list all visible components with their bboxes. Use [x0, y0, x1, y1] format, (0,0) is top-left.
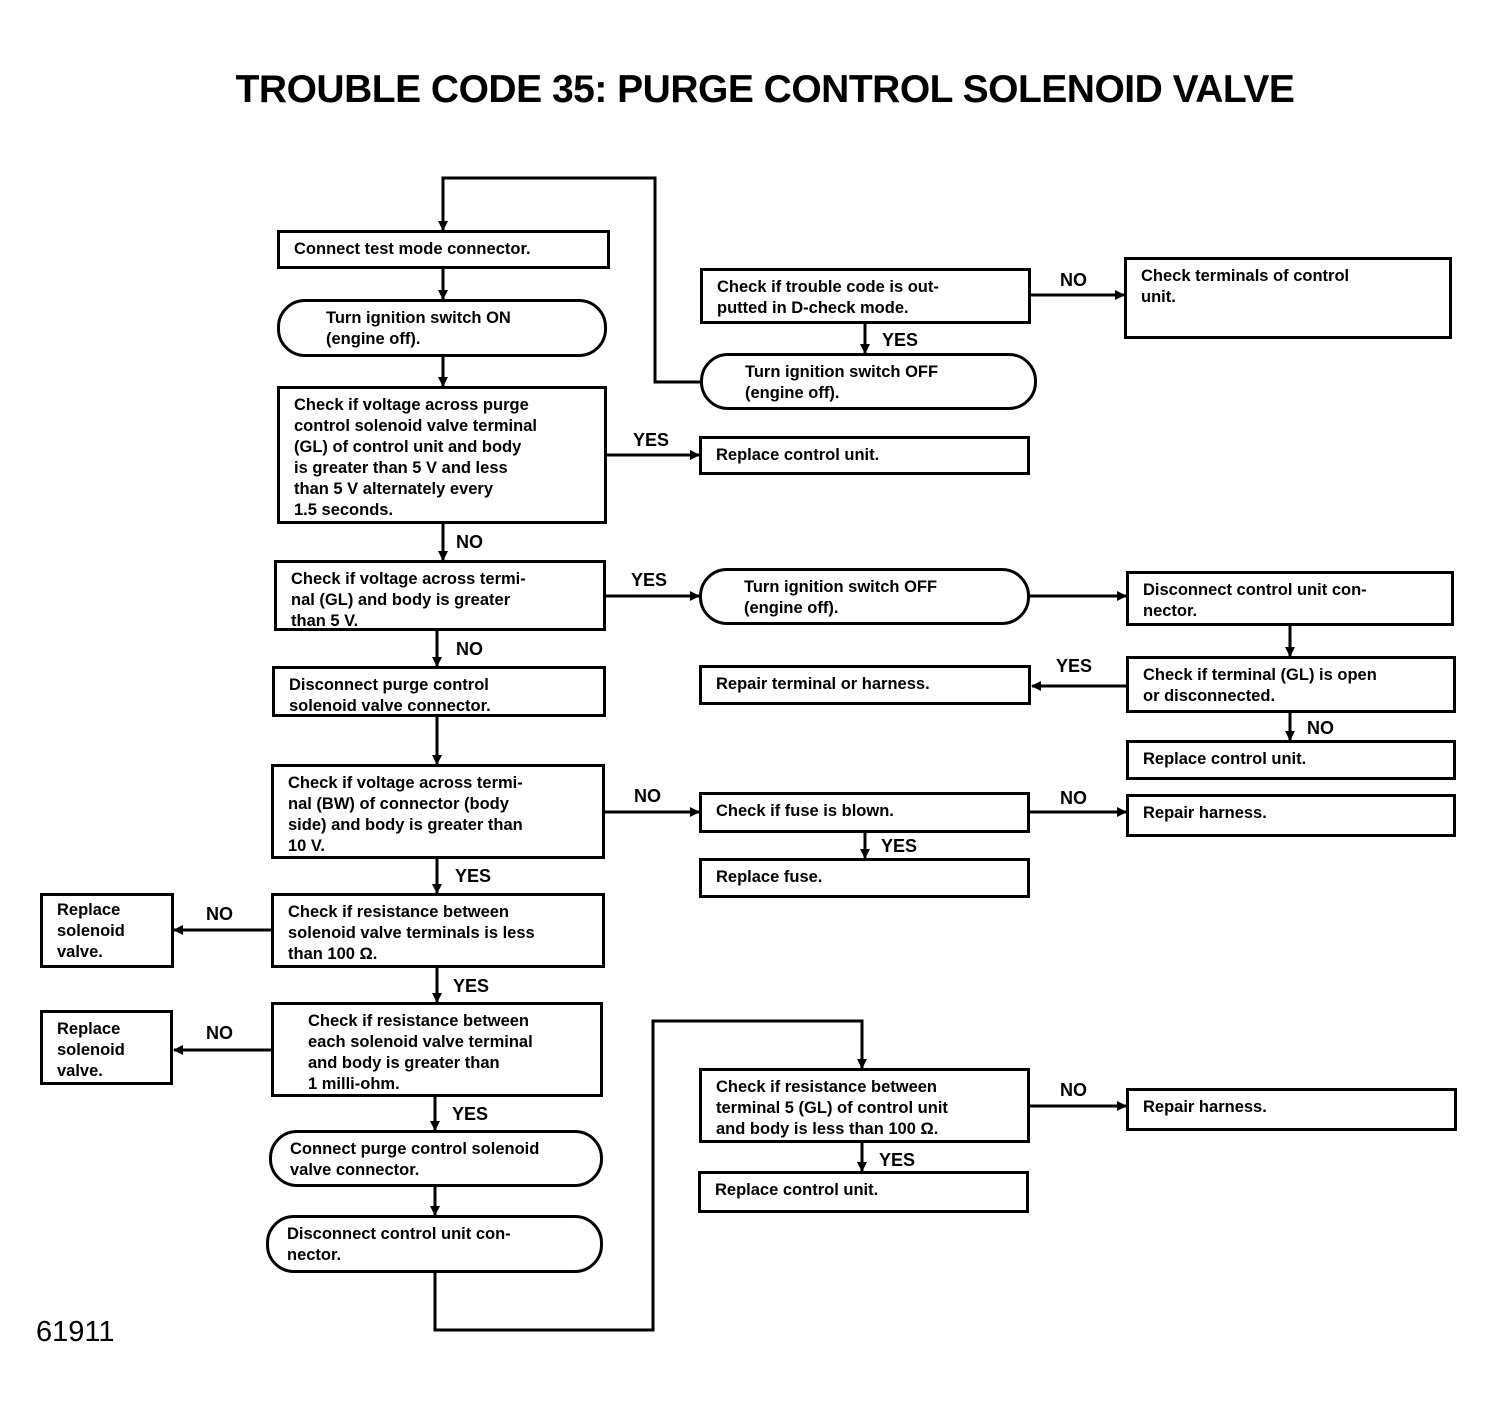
check-dcheck-box: Check if trouble code is out- putted in …: [700, 268, 1031, 324]
check-resistance-terminals-box: Check if resistance between solenoid val…: [271, 893, 605, 968]
check-voltage-gl-box: Check if voltage across termi- nal (GL) …: [274, 560, 606, 631]
connect-purge-box: Connect purge control solenoid valve con…: [269, 1130, 603, 1187]
label-no-bw: NO: [634, 786, 661, 806]
check-gl-open-box: Check if terminal (GL) is open or discon…: [1126, 656, 1456, 713]
check-terminals-control-unit-box: Check terminals of control unit.: [1124, 257, 1452, 339]
label-yes-fuse: YES: [881, 836, 918, 856]
label-no-res1: NO: [206, 904, 233, 924]
connect-test-mode-box: Connect test mode connector.: [277, 230, 610, 269]
disconnect-purge-box: Disconnect purge control solenoid valve …: [272, 666, 606, 717]
ignition-off-box-1: Turn ignition switch OFF (engine off).: [700, 353, 1037, 410]
label-no-open: NO: [1307, 718, 1334, 738]
label-no-fuse: NO: [1060, 788, 1087, 808]
replace-control-unit-box-1: Replace control unit.: [699, 436, 1030, 475]
label-no-alt: NO: [456, 532, 483, 552]
repair-harness-box-2: Repair harness.: [1126, 1088, 1457, 1131]
repair-terminal-box: Repair terminal or harness.: [699, 665, 1031, 705]
label-yes-open: YES: [1056, 656, 1093, 676]
label-yes-res2: YES: [452, 1104, 489, 1124]
label-no-res2: NO: [206, 1023, 233, 1043]
replace-control-unit-box-3: Replace control unit.: [698, 1171, 1029, 1213]
check-resistance-gl-box: Check if resistance between terminal 5 (…: [699, 1068, 1030, 1143]
label-yes-gl: YES: [631, 570, 668, 590]
label-yes-res1: YES: [453, 976, 490, 996]
ignition-on-box: Turn ignition switch ON (engine off).: [277, 299, 607, 357]
replace-fuse-box: Replace fuse.: [699, 858, 1030, 898]
label-no-dcheck: NO: [1060, 270, 1087, 290]
check-resistance-body-box: Check if resistance between each solenoi…: [271, 1002, 603, 1097]
label-yes-dcheck: YES: [882, 330, 919, 350]
label-no-resgl: NO: [1060, 1080, 1087, 1100]
check-voltage-alternating-box: Check if voltage across purge control so…: [277, 386, 607, 524]
check-voltage-bw-box: Check if voltage across termi- nal (BW) …: [271, 764, 605, 859]
figure-number: 61911: [36, 1316, 115, 1348]
disconnect-control-unit-box: Disconnect control unit con- nector.: [266, 1215, 603, 1273]
ignition-off-box-2: Turn ignition switch OFF (engine off).: [699, 568, 1030, 625]
label-no-gl: NO: [456, 639, 483, 659]
replace-control-unit-box-2: Replace control unit.: [1126, 740, 1456, 780]
label-yes-resgl: YES: [879, 1150, 916, 1170]
page-title: TROUBLE CODE 35: PURGE CONTROL SOLENOID …: [235, 68, 1295, 111]
loop-connector: [438, 176, 703, 384]
repair-harness-box-1: Repair harness.: [1126, 794, 1456, 837]
check-fuse-box: Check if fuse is blown.: [699, 792, 1030, 833]
disconnect-control-unit-box-2: Disconnect control unit con- nector.: [1126, 571, 1454, 626]
replace-solenoid-box-1: Replace solenoid valve.: [40, 893, 174, 968]
label-yes-alt: YES: [633, 430, 670, 450]
replace-solenoid-box-2: Replace solenoid valve.: [40, 1010, 173, 1085]
label-yes-bw: YES: [455, 866, 492, 886]
